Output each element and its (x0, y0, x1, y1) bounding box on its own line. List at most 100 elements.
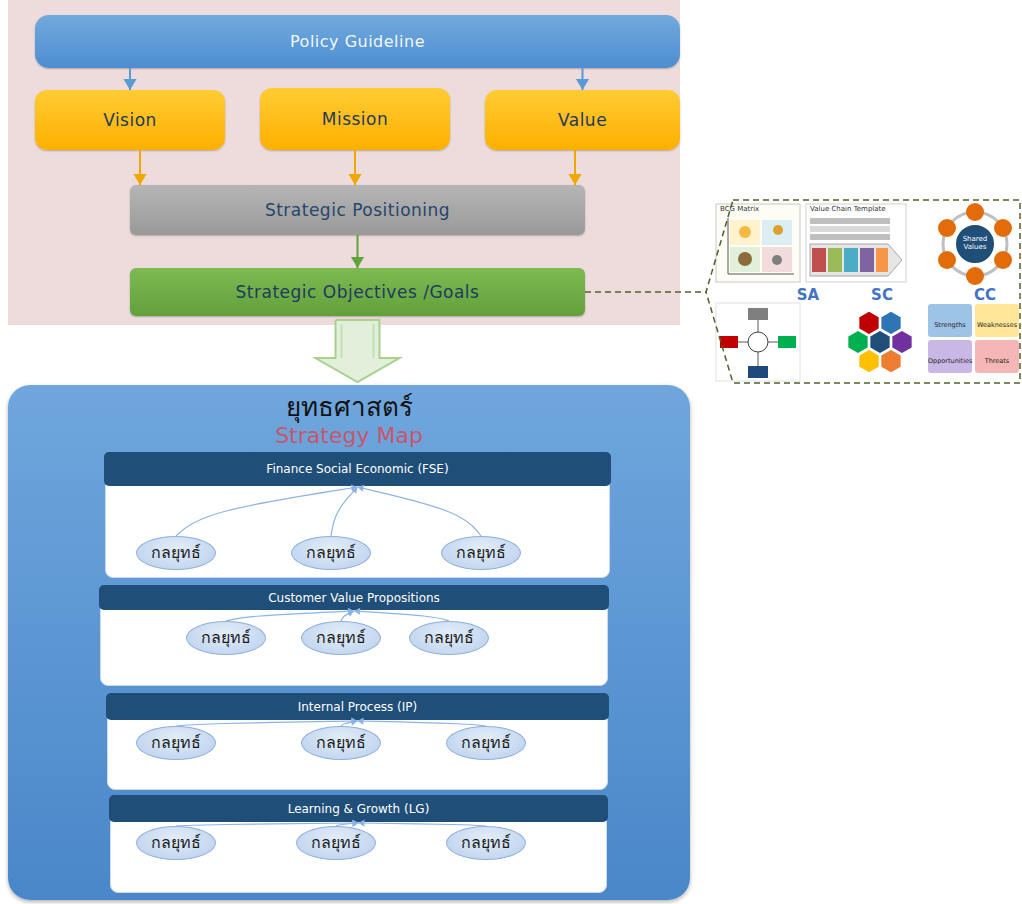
node-text: กลยุทธ์ (306, 543, 356, 564)
connector-line (358, 487, 482, 536)
node-text: Strategic Objectives /Goals (236, 282, 480, 302)
connector-line (176, 721, 358, 726)
arrowhead (351, 484, 357, 491)
arrowhead (351, 719, 358, 726)
perspective-group: Internal Process (IP)กลยุทธ์กลยุทธ์กลยุท… (107, 693, 608, 790)
image-label: Value Chain Template (810, 206, 886, 214)
node-text: กลยุทธ์ (424, 628, 474, 649)
node-text: Policy Guideline (290, 32, 425, 51)
node-text: กลยุทธ์ (151, 833, 201, 854)
callout-leader (585, 291, 706, 293)
arrowhead (123, 79, 136, 90)
perspective-header: Finance Social Economic (FSE) (104, 452, 611, 486)
policy-bar: Policy Guideline (35, 15, 680, 68)
connector-line (359, 823, 487, 826)
tool-label: CC (963, 285, 1007, 305)
strategy-oval: กลยุทธ์ (136, 536, 216, 570)
connector (585, 292, 706, 293)
statement-box: Value (485, 90, 680, 150)
value-chain-image (806, 204, 906, 282)
strategy-oval: กลยุทธ์ (446, 726, 526, 760)
panel-title: ยุทธศาสตร์ (8, 391, 690, 423)
strategy-oval: กลยุทธ์ (296, 826, 376, 860)
connector-line (336, 823, 359, 826)
image-label: Threats (975, 358, 1019, 365)
block-arrow (316, 320, 400, 382)
connector-line (139, 150, 141, 185)
arrowhead (352, 820, 358, 827)
connector (576, 68, 589, 90)
node-text: กลยุทธ์ (201, 628, 251, 649)
perspective-header: Learning & Growth (LG) (109, 795, 608, 822)
perspective-group: Finance Social Economic (FSE) กลยุทธ์ กลยุ… (105, 452, 610, 578)
shared-values-image (938, 203, 1012, 285)
arrowhead (358, 485, 365, 492)
strategy-oval: กลยุทธ์ (301, 621, 381, 655)
node-text: กลยุทธ์ (316, 628, 366, 649)
image-label: Weaknesses (975, 322, 1019, 329)
connector (354, 608, 449, 621)
node-text: กลยุทธ์ (311, 833, 361, 854)
node-text: กลยุทธ์ (151, 543, 201, 564)
strategy-oval: กลยุทธ์ (446, 826, 526, 860)
connector (176, 484, 358, 536)
connector-line (341, 611, 354, 621)
strategy-oval: กลยุทธ์ (441, 536, 521, 570)
arrowhead (359, 819, 365, 826)
connector-line (226, 611, 354, 621)
connector-line (354, 150, 356, 185)
strategy-oval: กลยุทธ์ (291, 536, 371, 570)
arrowhead (576, 79, 589, 90)
positioning-box: Strategic Positioning (130, 185, 585, 235)
node-text: Mission (322, 109, 389, 129)
node-text: กลยุทธ์ (461, 733, 511, 754)
header-text: Customer Value Propositions (268, 591, 440, 605)
connector (331, 487, 358, 536)
image-label: BCG Matrix (720, 206, 759, 214)
connector-line (176, 487, 358, 536)
connector (176, 717, 358, 726)
header-text: Finance Social Economic (FSE) (266, 462, 448, 476)
statement-box: Mission (260, 88, 450, 150)
arrowhead (348, 608, 354, 615)
connector (133, 150, 146, 185)
map-title: Strategy Map (8, 423, 690, 449)
perspective-header: Internal Process (IP) (106, 693, 609, 720)
swot-image (928, 304, 1019, 373)
arrowhead (352, 819, 358, 826)
arrowhead (351, 257, 364, 268)
arrowhead (351, 717, 357, 724)
connector-line (354, 611, 449, 621)
arrowhead (358, 718, 364, 725)
strategy-panel: ยุทธศาสตร์Strategy MapFinance Social Eco… (8, 385, 690, 900)
node-text: กลยุทธ์ (461, 833, 511, 854)
image-label: Shared Values (955, 236, 995, 251)
header-text: Learning & Growth (LG) (288, 802, 430, 816)
perspective-group: Learning & Growth (LG) กลยุทธ์ กลยุทธ์ กลยุ… (110, 795, 607, 893)
image-label: Opportunities (928, 358, 972, 365)
connector (358, 718, 487, 726)
connector-line (582, 68, 584, 90)
arrowhead (348, 174, 361, 185)
connector-line (574, 150, 576, 185)
connector-line (129, 68, 131, 90)
connector (336, 820, 359, 827)
node-text: Value (558, 110, 607, 130)
image-label: Strengths (928, 322, 972, 329)
connector-line (176, 823, 359, 826)
arrowhead (568, 174, 581, 185)
arrowhead (351, 487, 358, 494)
connector (568, 150, 581, 185)
objectives-box: Strategic Objectives /Goals (130, 268, 585, 316)
tools-callout: SASCCC (705, 198, 1022, 385)
strategy-oval: กลยุทธ์ (136, 826, 216, 860)
connector-line (331, 487, 358, 536)
connector (341, 610, 354, 621)
connector (358, 485, 482, 536)
node-text: Vision (103, 110, 157, 130)
connector (359, 819, 487, 826)
tool-label: SC (860, 285, 904, 305)
arrowhead (347, 610, 354, 617)
perspective-group: Customer Value Propositions กลยุทธ์ กลยุทธ… (100, 585, 608, 686)
